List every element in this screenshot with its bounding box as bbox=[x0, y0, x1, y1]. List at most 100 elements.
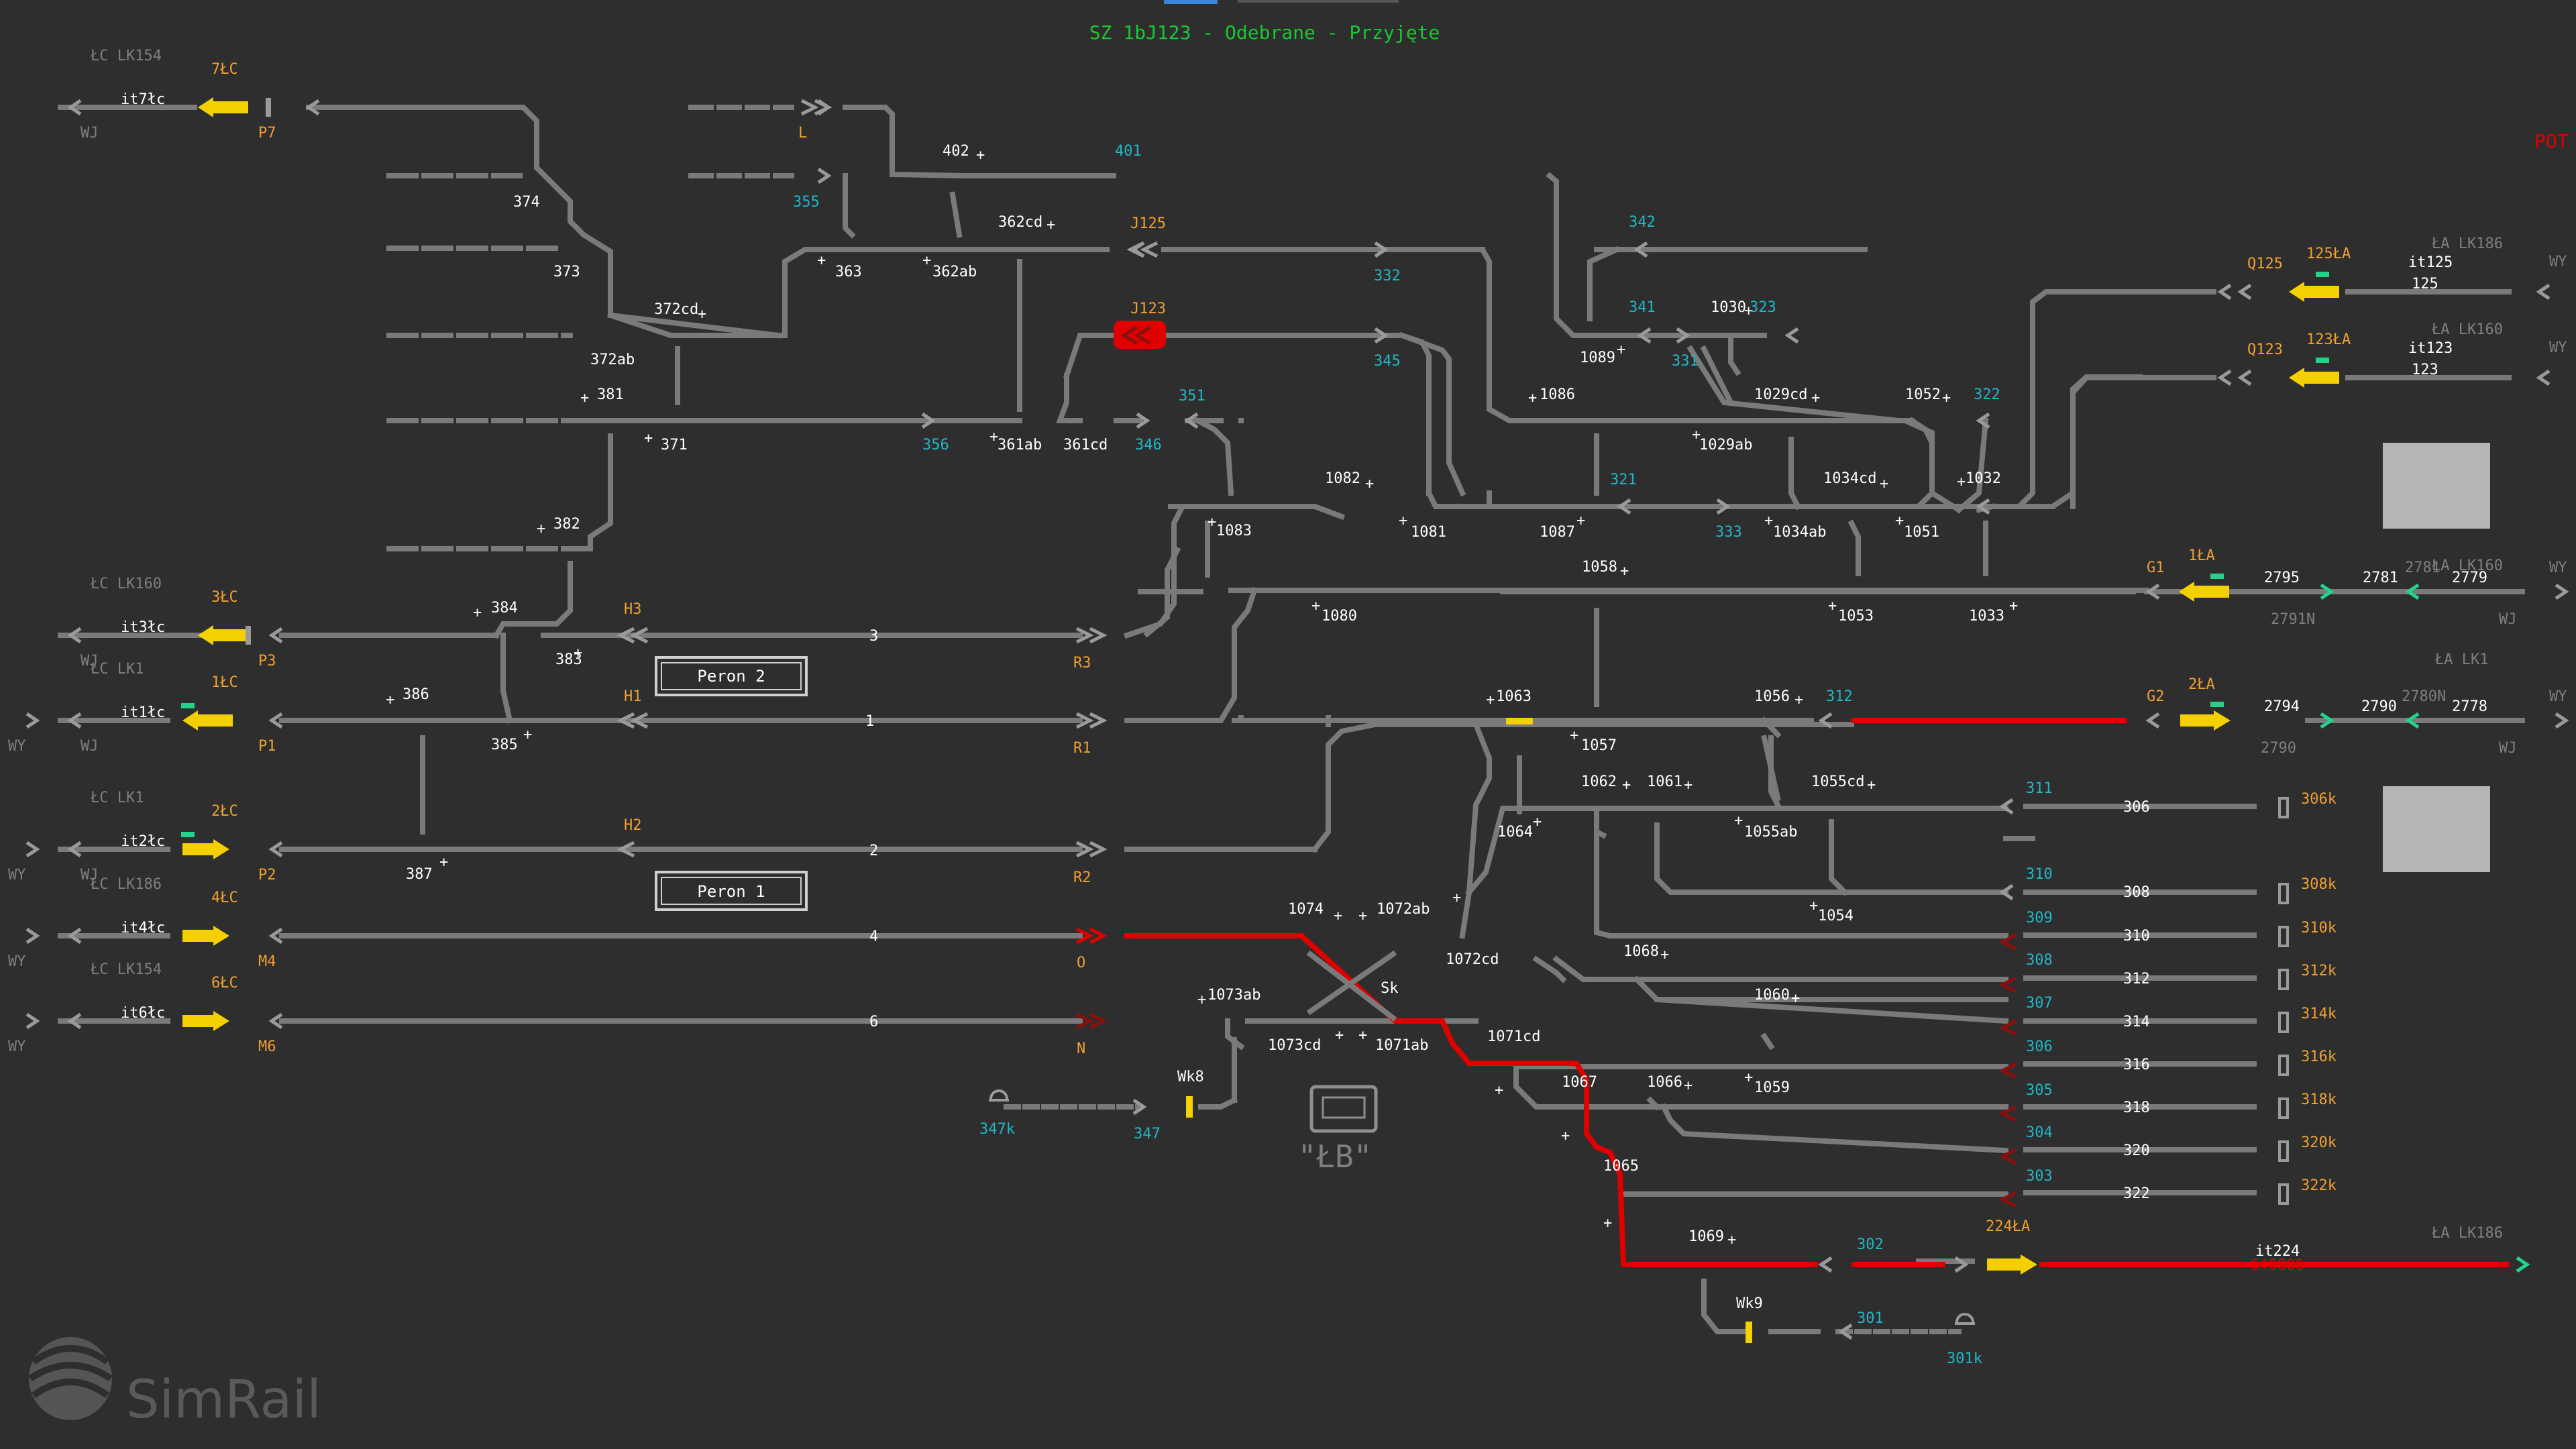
panel-indicator-lower[interactable] bbox=[2383, 786, 2490, 872]
switch-1074[interactable]: 1074 bbox=[1288, 901, 1324, 918]
panel-indicator-upper[interactable] bbox=[2383, 443, 2490, 529]
signal-label-H3[interactable]: H3 bbox=[624, 601, 642, 618]
switch-1056[interactable]: 1056 bbox=[1754, 688, 1790, 705]
switch-371[interactable]: 371 bbox=[661, 437, 688, 453]
switch-386[interactable]: 386 bbox=[402, 686, 429, 703]
track-circuit-346: 346 bbox=[1135, 437, 1162, 453]
signal-exit-label[interactable]: P3 bbox=[258, 653, 276, 669]
switch-362cd[interactable]: 362cd bbox=[998, 214, 1042, 231]
switch-363[interactable]: 363 bbox=[835, 264, 862, 280]
switch-1068[interactable]: 1068 bbox=[1623, 943, 1659, 960]
signal-label-2LA[interactable]: 2ŁA bbox=[2188, 676, 2215, 693]
switch-1034ab[interactable]: 1034ab bbox=[1773, 524, 1826, 541]
signal-label-R2[interactable]: R2 bbox=[1073, 869, 1091, 886]
signal-label-L[interactable]: L bbox=[798, 125, 807, 142]
signal-label-Wk9[interactable]: Wk9 bbox=[1736, 1295, 1763, 1312]
switch-1086[interactable]: 1086 bbox=[1540, 386, 1575, 403]
switch-1029cd[interactable]: 1029cd bbox=[1754, 386, 1807, 403]
switch-1034cd[interactable]: 1034cd bbox=[1823, 470, 1876, 487]
signal-label-R3[interactable]: R3 bbox=[1073, 655, 1091, 672]
switch-1060[interactable]: 1060 bbox=[1754, 987, 1790, 1004]
signal-label-1LA[interactable]: 1ŁA bbox=[2188, 547, 2215, 564]
signal-label-H1[interactable]: H1 bbox=[624, 688, 642, 705]
switch-1062[interactable]: 1062 bbox=[1581, 773, 1617, 790]
signal-label-125ŁA[interactable]: 125ŁA bbox=[2306, 246, 2351, 262]
switch-1071ab[interactable]: 1071ab bbox=[1375, 1037, 1428, 1054]
switch-373[interactable]: 373 bbox=[553, 264, 580, 280]
switch-1073cd[interactable]: 1073cd bbox=[1268, 1037, 1321, 1054]
switch-1083[interactable]: 1083 bbox=[1216, 523, 1252, 539]
signal-exit-label[interactable]: M4 bbox=[258, 953, 276, 970]
switch-382[interactable]: 382 bbox=[553, 516, 580, 533]
signal-label-4ŁC[interactable]: 4ŁC bbox=[211, 890, 238, 906]
switch-1054[interactable]: 1054 bbox=[1818, 908, 1854, 924]
switch-372cd[interactable]: 372cd bbox=[654, 301, 698, 318]
switch-361ab[interactable]: 361ab bbox=[998, 437, 1042, 453]
signal-label-H2[interactable]: H2 bbox=[624, 817, 642, 834]
switch-1033[interactable]: 1033 bbox=[1969, 608, 2004, 625]
switch-1071cd[interactable]: 1071cd bbox=[1487, 1028, 1540, 1045]
signal-exit-label[interactable]: Q123 bbox=[2247, 341, 2283, 358]
signal-label-123ŁA[interactable]: 123ŁA bbox=[2306, 331, 2351, 348]
switch-1081[interactable]: 1081 bbox=[1411, 524, 1446, 541]
switch-1066[interactable]: 1066 bbox=[1647, 1074, 1682, 1091]
signal-label-R1[interactable]: R1 bbox=[1073, 740, 1091, 757]
signal-label-J125[interactable]: J125 bbox=[1130, 215, 1166, 232]
switch-1087[interactable]: 1087 bbox=[1540, 524, 1575, 541]
switch-383[interactable]: 383 bbox=[555, 651, 582, 668]
switch-1032[interactable]: 1032 bbox=[1966, 470, 2001, 487]
switch-361cd[interactable]: 361cd bbox=[1063, 437, 1108, 453]
switch-1055ab[interactable]: 1055ab bbox=[1744, 824, 1797, 841]
signal-label-6ŁC[interactable]: 6ŁC bbox=[211, 975, 238, 991]
switch-402[interactable]: 402 bbox=[943, 143, 969, 160]
switch-1067[interactable]: 1067 bbox=[1562, 1074, 1597, 1091]
switch-384[interactable]: 384 bbox=[491, 600, 518, 616]
switch-1051[interactable]: 1051 bbox=[1904, 524, 1939, 541]
switch-1080[interactable]: 1080 bbox=[1322, 608, 1357, 625]
signal-label-224LA[interactable]: 224ŁA bbox=[1986, 1218, 2030, 1235]
switch-1057[interactable]: 1057 bbox=[1581, 737, 1617, 754]
signal-exit-label[interactable]: P1 bbox=[258, 738, 276, 755]
switch-1053[interactable]: 1053 bbox=[1838, 608, 1874, 625]
switch-1073ab[interactable]: 1073ab bbox=[1208, 987, 1260, 1004]
signal-label-N[interactable]: N bbox=[1077, 1040, 1085, 1057]
switch-374[interactable]: 374 bbox=[513, 194, 540, 211]
switch-381[interactable]: 381 bbox=[597, 386, 624, 403]
switch-387[interactable]: 387 bbox=[406, 866, 433, 883]
switch-1065[interactable]: 1065 bbox=[1603, 1158, 1639, 1175]
signal-label-7ŁC[interactable]: 7ŁC bbox=[211, 61, 238, 78]
switch-372ab[interactable]: 372ab bbox=[590, 352, 635, 368]
signal-label-Wk8[interactable]: Wk8 bbox=[1177, 1069, 1204, 1085]
signal-exit-label[interactable]: P7 bbox=[258, 125, 276, 142]
signal-label-3ŁC[interactable]: 3ŁC bbox=[211, 589, 238, 606]
switch-1072ab[interactable]: 1072ab bbox=[1377, 901, 1430, 918]
switch-1030[interactable]: 1030 bbox=[1711, 299, 1746, 316]
switch-1064[interactable]: 1064 bbox=[1497, 824, 1533, 841]
signal-label-O[interactable]: O bbox=[1077, 955, 1085, 971]
signal-exit-label[interactable]: G2 bbox=[2147, 688, 2165, 705]
switch-1063[interactable]: 1063 bbox=[1496, 688, 1532, 705]
switch-1058[interactable]: 1058 bbox=[1582, 559, 1617, 576]
switch-1029ab[interactable]: 1029ab bbox=[1699, 437, 1752, 453]
signal-exit-label[interactable]: Q125 bbox=[2247, 256, 2283, 272]
signal-label-J123[interactable]: J123 bbox=[1130, 301, 1166, 317]
signal-exit-label[interactable]: G1 bbox=[2147, 559, 2165, 576]
direction-label: WY bbox=[8, 1038, 26, 1055]
switch-1055cd[interactable]: 1055cd bbox=[1811, 773, 1864, 790]
switch-1052[interactable]: 1052 bbox=[1905, 386, 1941, 403]
signal-label-2ŁC[interactable]: 2ŁC bbox=[211, 803, 238, 820]
signal-exit-label[interactable]: M6 bbox=[258, 1038, 276, 1055]
switch-1089[interactable]: 1089 bbox=[1580, 350, 1615, 366]
switch-1072cd[interactable]: 1072cd bbox=[1446, 951, 1499, 968]
signal-label-Sk[interactable]: Sk bbox=[1381, 980, 1399, 997]
switch-1061[interactable]: 1061 bbox=[1647, 773, 1682, 790]
signal-label-1ŁC[interactable]: 1ŁC bbox=[211, 674, 238, 691]
switch-1059[interactable]: 1059 bbox=[1754, 1079, 1790, 1096]
signal-exit-label[interactable]: P2 bbox=[258, 867, 276, 883]
switch-1082[interactable]: 1082 bbox=[1325, 470, 1360, 487]
platform-label: Peron 1 bbox=[697, 882, 765, 901]
switch-385[interactable]: 385 bbox=[491, 737, 518, 753]
track-circuit-342: 342 bbox=[1629, 214, 1656, 231]
switch-1069[interactable]: 1069 bbox=[1688, 1228, 1724, 1245]
switch-362ab[interactable]: 362ab bbox=[932, 264, 977, 280]
